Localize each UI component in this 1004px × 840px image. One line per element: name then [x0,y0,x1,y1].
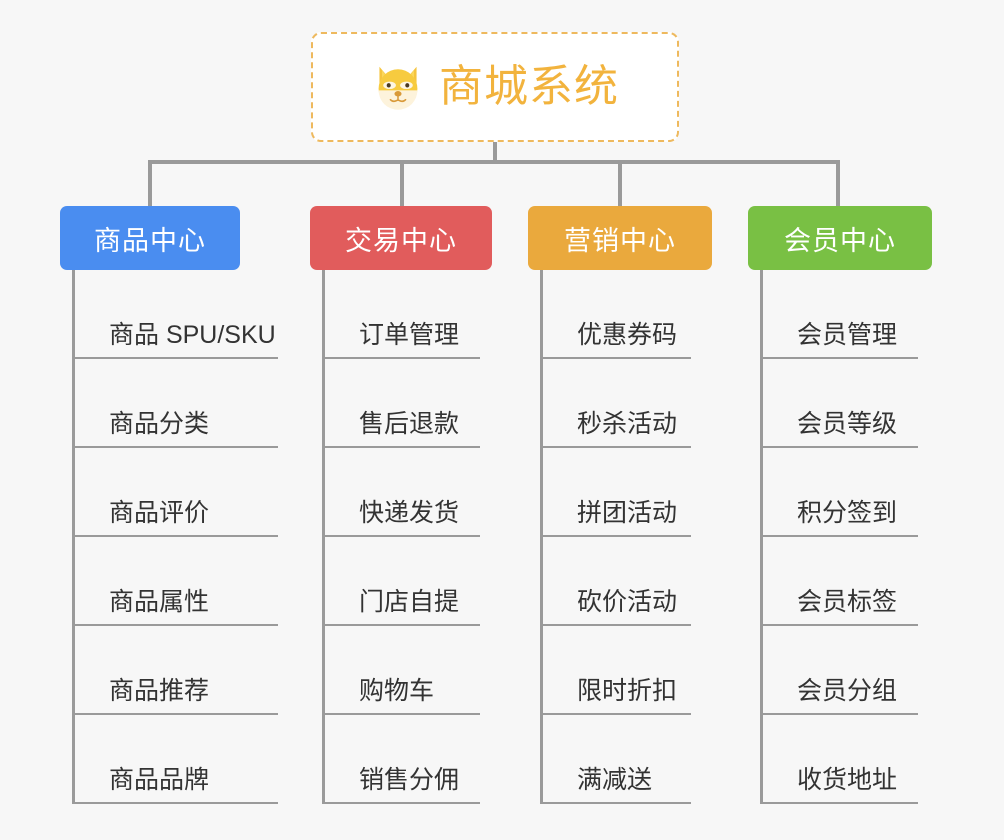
list-item[interactable]: 积分签到 [763,448,918,537]
list-item[interactable]: 售后退款 [325,359,480,448]
list-item[interactable]: 限时折扣 [543,626,691,715]
branch-trade-center: 交易中心 订单管理 售后退款 快递发货 门店自提 购物车 销售分佣 [310,206,492,804]
root-title: 商城系统 [439,62,619,111]
connector-horizontal-bus [148,160,840,164]
list-item[interactable]: 会员管理 [763,270,918,359]
branch-items-marketing-center: 优惠券码 秒杀活动 拼团活动 砍价活动 限时折扣 满减送 [540,270,712,804]
list-item[interactable]: 商品 SPU/SKU [75,270,278,359]
list-item-label: 会员分组 [797,676,898,705]
list-item-label: 会员等级 [797,409,898,438]
list-item-label: 限时折扣 [577,676,678,705]
list-item[interactable]: 会员等级 [763,359,918,448]
list-item[interactable]: 满减送 [543,715,691,804]
root-node[interactable]: 商城系统 [311,32,679,142]
connector-drop-4 [836,160,840,208]
list-item[interactable]: 收货地址 [763,715,918,804]
list-item-label: 快递发货 [359,498,460,527]
list-item[interactable]: 会员分组 [763,626,918,715]
list-item-label: 满减送 [577,765,653,794]
list-item-label: 秒杀活动 [577,409,678,438]
list-item-label: 会员管理 [797,320,898,349]
branch-product-center: 商品中心 商品 SPU/SKU 商品分类 商品评价 商品属性 商品推荐 商品品牌 [60,206,278,804]
list-item-label: 商品推荐 [109,676,210,705]
list-item-label: 商品 SPU/SKU [109,320,276,349]
list-item[interactable]: 优惠券码 [543,270,691,359]
list-item[interactable]: 商品属性 [75,537,278,626]
branch-items-product-center: 商品 SPU/SKU 商品分类 商品评价 商品属性 商品推荐 商品品牌 [72,270,278,804]
branch-header-member-center[interactable]: 会员中心 [748,206,932,270]
branch-marketing-center: 营销中心 优惠券码 秒杀活动 拼团活动 砍价活动 限时折扣 满减送 [528,206,712,804]
connector-drop-2 [400,160,404,208]
list-item[interactable]: 商品评价 [75,448,278,537]
list-item-label: 商品评价 [109,498,210,527]
list-item[interactable]: 商品分类 [75,359,278,448]
branch-member-center: 会员中心 会员管理 会员等级 积分签到 会员标签 会员分组 收货地址 [748,206,932,804]
list-item[interactable]: 会员标签 [763,537,918,626]
list-item-label: 收货地址 [797,765,898,794]
list-item[interactable]: 购物车 [325,626,480,715]
list-item-label: 售后退款 [359,409,460,438]
branch-items-trade-center: 订单管理 售后退款 快递发货 门店自提 购物车 销售分佣 [322,270,492,804]
connector-drop-1 [148,160,152,208]
list-item[interactable]: 秒杀活动 [543,359,691,448]
list-item-label: 砍价活动 [577,587,678,616]
list-item[interactable]: 商品品牌 [75,715,278,804]
list-item[interactable]: 拼团活动 [543,448,691,537]
list-item-label: 订单管理 [359,320,460,349]
connector-root-stem [493,142,497,164]
list-item-label: 优惠券码 [577,320,678,349]
list-item[interactable]: 砍价活动 [543,537,691,626]
list-item-label: 商品品牌 [109,765,210,794]
list-item-label: 商品分类 [109,409,210,438]
list-item-label: 会员标签 [797,587,898,616]
list-item[interactable]: 销售分佣 [325,715,480,804]
list-item[interactable]: 商品推荐 [75,626,278,715]
dog-face-icon [371,60,425,114]
list-item[interactable]: 快递发货 [325,448,480,537]
list-item[interactable]: 门店自提 [325,537,480,626]
list-item-label: 拼团活动 [577,498,678,527]
list-item-label: 积分签到 [797,498,898,527]
branch-header-product-center[interactable]: 商品中心 [60,206,240,270]
list-item-label: 商品属性 [109,587,210,616]
list-item-label: 门店自提 [359,587,460,616]
list-item[interactable]: 订单管理 [325,270,480,359]
branch-items-member-center: 会员管理 会员等级 积分签到 会员标签 会员分组 收货地址 [760,270,932,804]
branch-header-marketing-center[interactable]: 营销中心 [528,206,712,270]
connector-drop-3 [618,160,622,208]
branch-header-trade-center[interactable]: 交易中心 [310,206,492,270]
list-item-label: 销售分佣 [359,765,460,794]
list-item-label: 购物车 [359,676,435,705]
